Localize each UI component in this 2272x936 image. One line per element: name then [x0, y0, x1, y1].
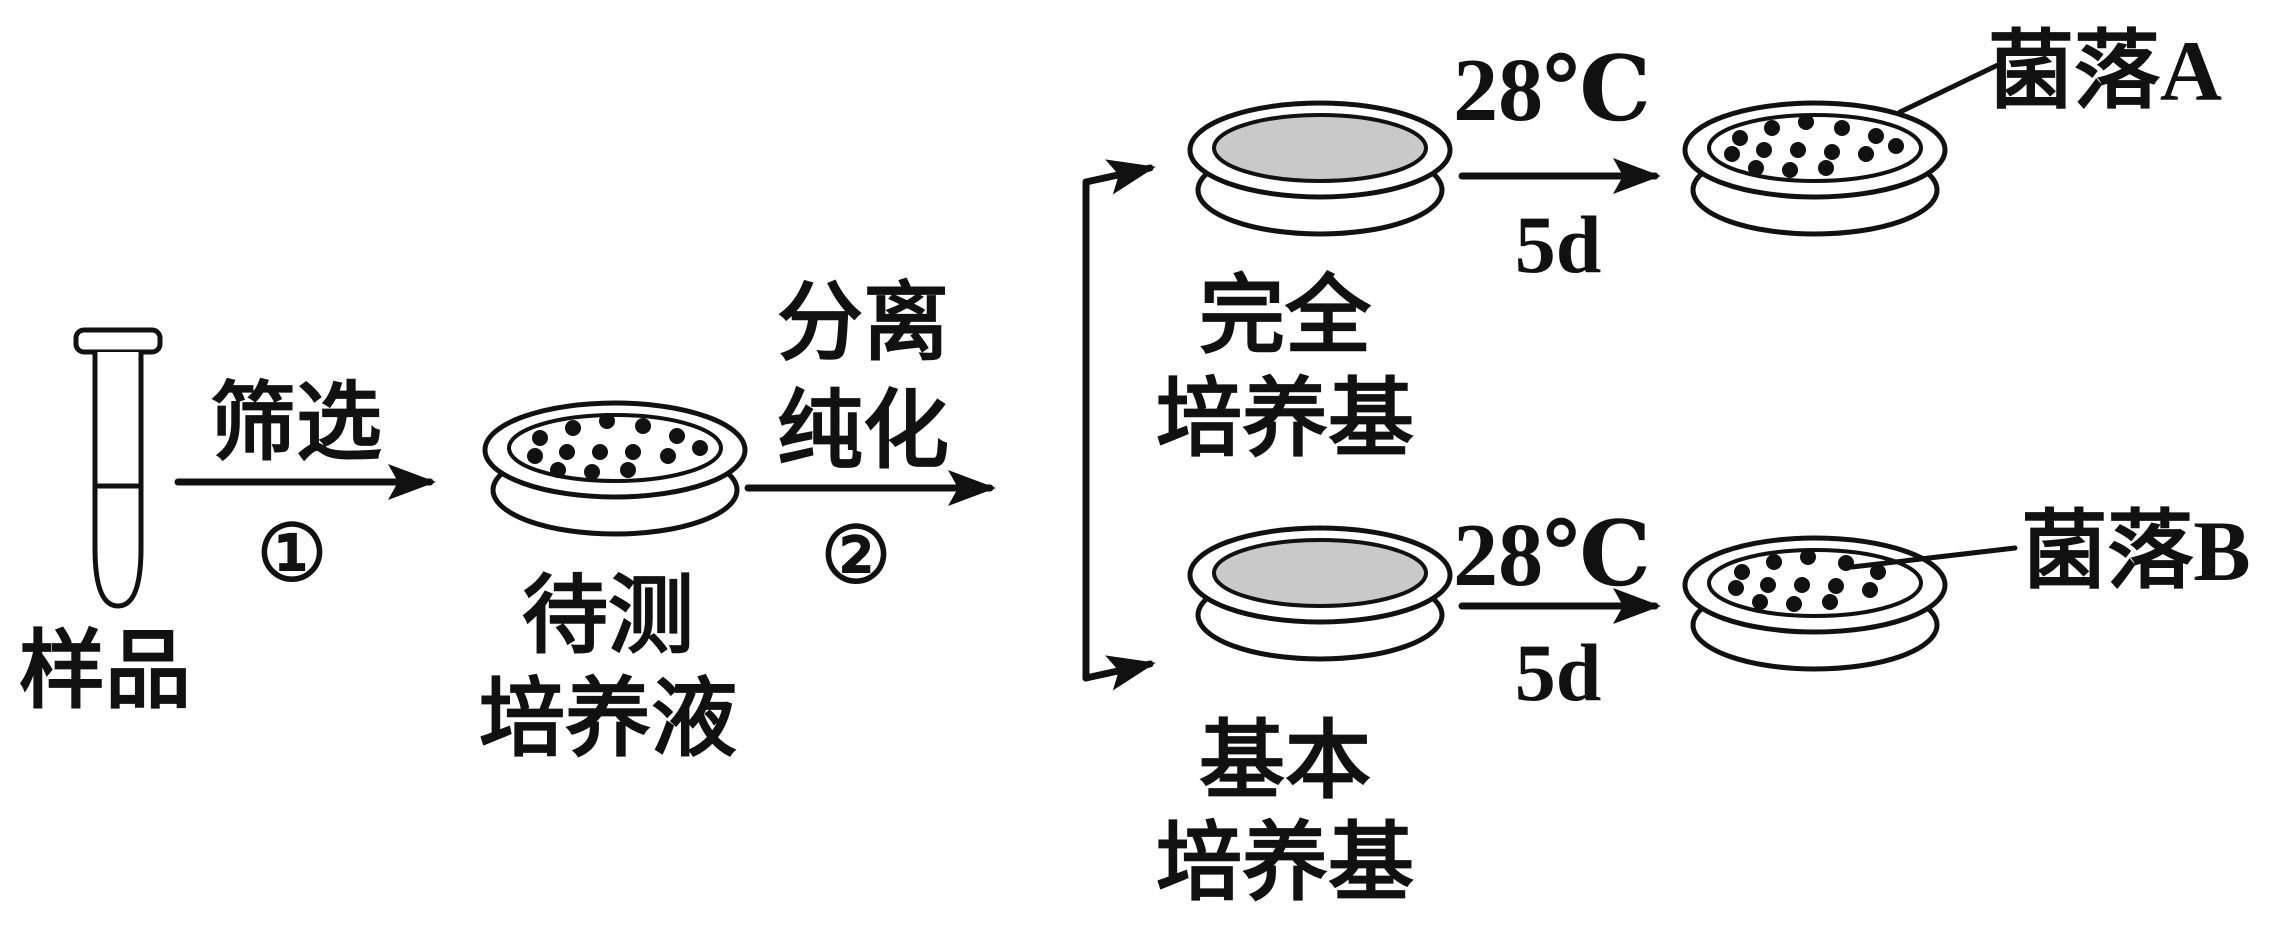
- test-culture-label-line2: 培养液: [479, 671, 737, 767]
- basic-medium-label-line1: 基本: [1199, 713, 1371, 809]
- colony-b-label: 菌落B: [2021, 503, 2250, 599]
- step2-label-line2: 纯化: [777, 383, 949, 479]
- colony-b-dish: [1682, 535, 1948, 672]
- test-culture-label-line1: 待测: [522, 568, 694, 664]
- incubation-time-top: 5d: [1515, 199, 1602, 290]
- test-tube-icon: [73, 327, 163, 609]
- colonies-dots: [1728, 549, 1886, 612]
- complete-medium-dish: [1187, 100, 1453, 237]
- step2-number: ②: [821, 512, 891, 599]
- basic-medium-label-line2: 培养基: [1156, 815, 1414, 911]
- incubation-temp-bottom: 28℃: [1453, 506, 1651, 605]
- basic-medium-dish: [1187, 525, 1453, 662]
- sample-label: 样品: [19, 623, 191, 719]
- branch-bracket: [1082, 159, 1156, 691]
- colonies-dots: [527, 413, 708, 480]
- complete-medium-label-line1: 完全: [1199, 268, 1372, 364]
- incubation-time-bottom: 5d: [1515, 627, 1602, 718]
- step2-label-line1: 分离: [777, 275, 949, 371]
- sample-culture-dish: [482, 400, 748, 537]
- step1-number: ①: [257, 510, 327, 597]
- complete-medium-label-line2: 培养基: [1156, 371, 1414, 467]
- colony-a-leader-line: [1897, 61, 2003, 115]
- colony-a-label: 菌落A: [1988, 23, 2222, 119]
- incubation-temp-top: 28℃: [1453, 41, 1651, 140]
- step1-label: 筛选: [210, 375, 382, 471]
- colony-a-dish: [1682, 100, 1948, 237]
- colonies-dots: [1724, 114, 1904, 178]
- colony-b-leader-line: [1849, 545, 2018, 570]
